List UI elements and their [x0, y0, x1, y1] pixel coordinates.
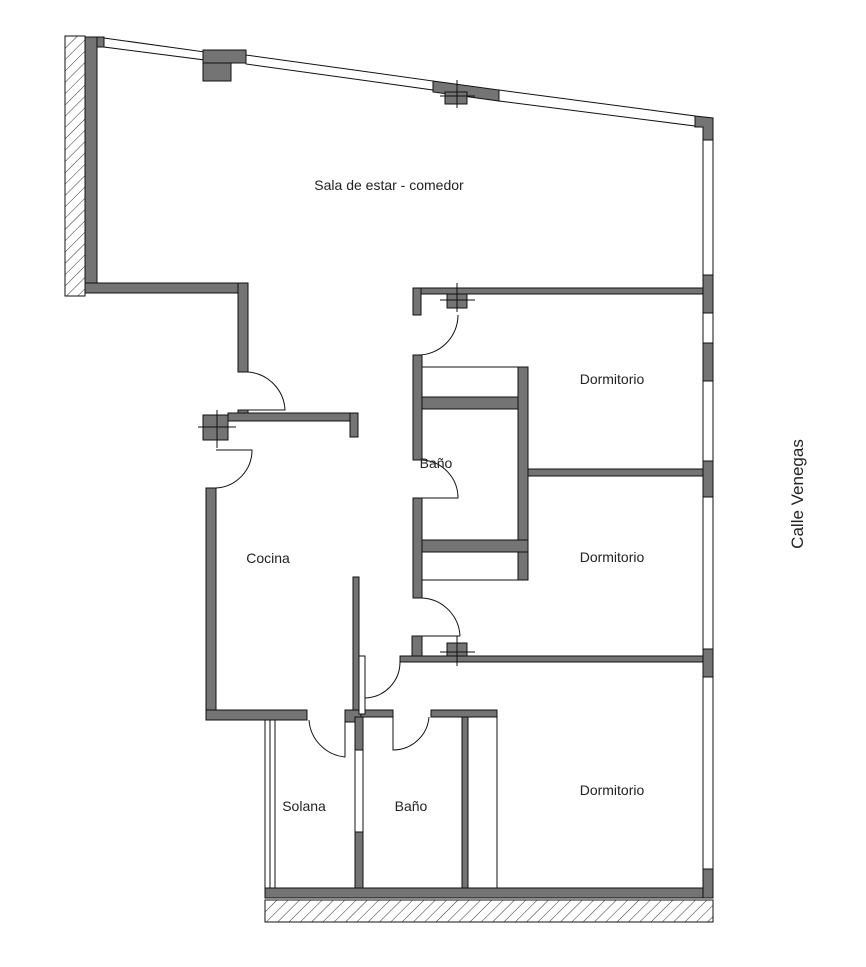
walls — [84, 36, 714, 899]
room-label-bedroom-3: Dormitorio — [580, 782, 645, 798]
room-label-living: Sala de estar - comedor — [314, 177, 464, 193]
party-wall-left — [64, 35, 86, 297]
doors[interactable] — [215, 314, 461, 758]
room-label-bedroom-2: Dormitorio — [580, 549, 645, 565]
room-label-utility: Solana — [282, 798, 326, 814]
street-label: Calle Venegas — [788, 439, 807, 549]
room-label-bedroom-1: Dormitorio — [580, 371, 645, 387]
party-wall-bottom — [264, 899, 714, 923]
room-label-bath-2: Baño — [395, 798, 428, 814]
room-label-kitchen: Cocina — [246, 550, 290, 566]
structural-crosshairs — [198, 80, 475, 666]
room-label-bath-1: Baño — [420, 455, 453, 471]
